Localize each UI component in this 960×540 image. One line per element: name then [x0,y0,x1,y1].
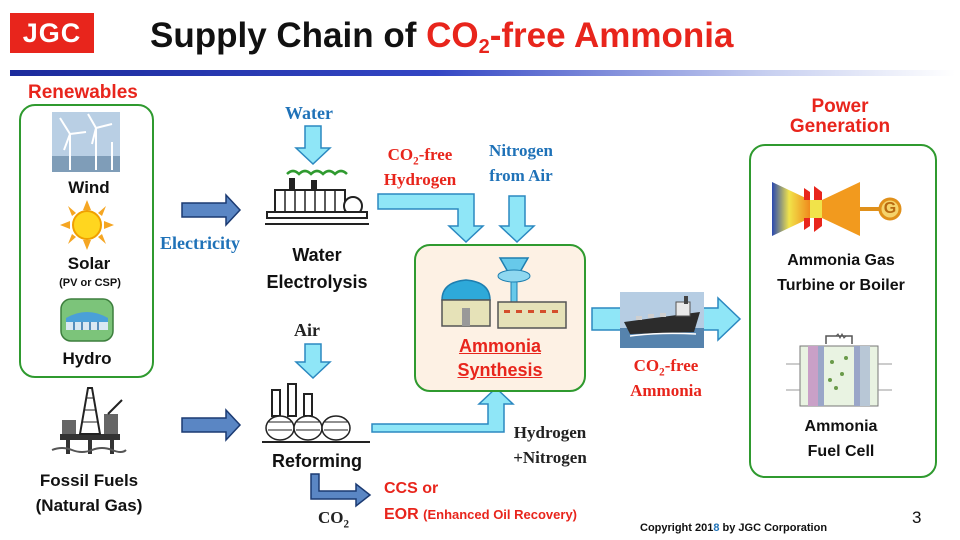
offshore-rig-icon [51,387,127,454]
nitrogen-label-line1: Nitrogen [489,141,553,160]
hydro-label: Hydro [62,349,112,368]
generator-g-label: G [883,200,897,217]
air-label: Air [294,320,320,340]
co2-arrow [310,473,372,508]
air-down-arrow [294,343,332,380]
title-co2: CO2-free Ammonia [426,16,734,58]
wind-turbine-icon [52,112,120,172]
page-title: Supply Chain of CO2-free Ammonia [150,16,734,59]
co2-free-ammonia-label-line1: CO2-free [633,356,699,379]
co2-free-hydrogen-label-line2: Hydrogen [383,170,457,189]
nitrogen-label-line2: from Air [489,166,553,185]
gas-turbine-icon [772,182,902,236]
electricity-arrow [181,193,242,227]
co2-free-hydrogen-label-line1: CO2-free [387,145,453,168]
ccs-label-line2: EOR (Enhanced Oil Recovery) [384,506,578,523]
electrolysis-label-line1: Water [292,245,342,265]
fossil-label-line1: Fossil Fuels [39,471,139,490]
power-heading-line1: Power [811,96,869,117]
natural-gas-arrow [181,408,242,442]
wind-label: Wind [68,178,110,197]
reforming-plant-icon [262,383,370,443]
ccs-note: (Enhanced Oil Recovery) [423,507,578,522]
power-heading-line2: Generation [789,116,891,137]
fuelcell-label-line2: Fuel Cell [807,443,875,460]
water-label: Water [285,103,333,123]
ccs-label-line1: CCS or [384,480,439,497]
hydrogen-nitrogen-label-line1: Hydrogen [513,423,587,442]
renewables-heading: Renewables [28,82,138,103]
synthesis-label-line2: Synthesis [457,360,543,380]
jgc-logo: JGC [10,13,94,53]
title-prefix: Supply Chain of [150,16,427,55]
solar-note: (PV or CSP) [59,277,121,289]
water-down-arrow [294,125,332,166]
co2-label: CO2 [318,508,350,531]
fossil-label-line2: (Natural Gas) [35,496,143,515]
nitrogen-down-arrow [498,195,536,244]
electrolysis-label-line2: Electrolysis [266,272,368,292]
electrolysis-plant-icon [265,169,369,225]
electricity-label: Electricity [160,233,240,253]
copyright: Copyright 2018 by JGC Corporation [640,522,828,534]
ammonia-tanker-icon [620,292,704,348]
co2-free-ammonia-label-line2: Ammonia [630,381,702,400]
hydrogen-nitrogen-label-line2: +Nitrogen [513,448,587,467]
synthesis-plant-icon [441,257,567,329]
solar-label: Solar [67,254,111,273]
hydrogen-nitrogen-arrow [371,386,515,433]
turbine-label-line1: Ammonia Gas [787,252,895,269]
hydrogen-arrow [377,193,485,244]
header-rule [10,70,955,76]
turbine-label-line2: Turbine or Boiler [777,277,905,294]
synthesis-label-line1: Ammonia [458,336,541,356]
fuelcell-label-line1: Ammonia [804,418,878,435]
sun-icon [60,200,114,250]
hydro-dam-icon [60,298,114,342]
fuel-cell-icon [786,332,892,407]
page-number: 3 [912,508,922,527]
reforming-label: Reforming [272,451,362,471]
